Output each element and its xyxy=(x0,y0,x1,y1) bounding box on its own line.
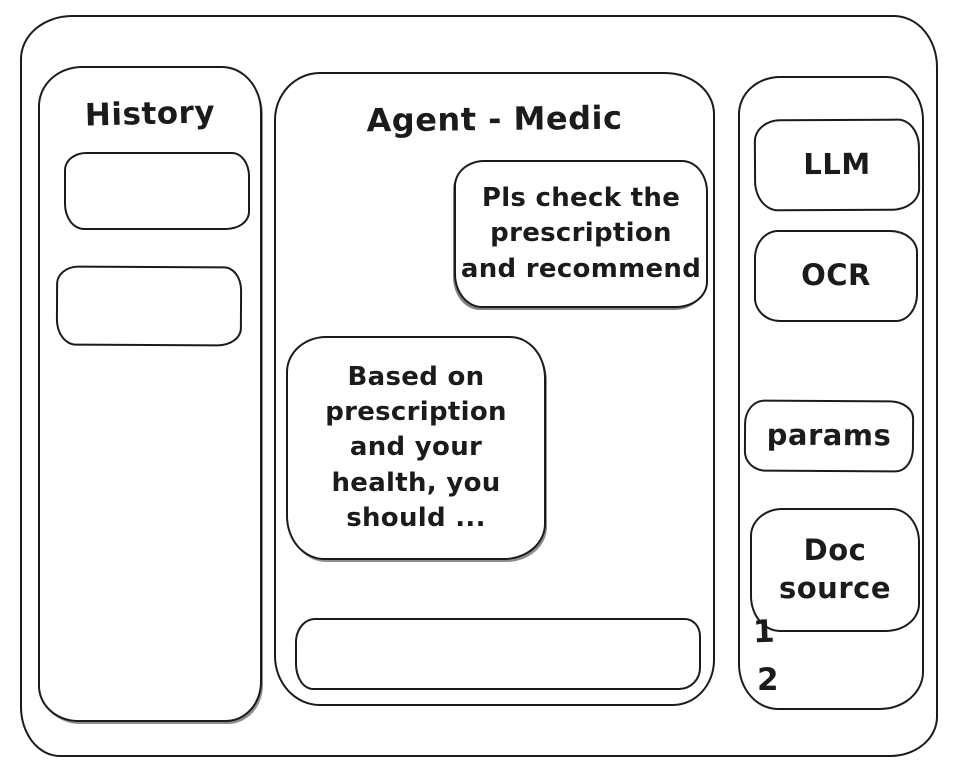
user-message-bubble: Pls check the prescription and recommend xyxy=(454,160,708,308)
ocr-button[interactable]: OCR xyxy=(754,230,918,322)
doc-source-item[interactable]: 1 xyxy=(752,613,776,651)
tools-panel: LLM OCR params Doc source 1 2 xyxy=(738,76,924,710)
chat-title: Agent - Medic xyxy=(366,98,623,140)
chat-panel: Agent - Medic Pls check the prescription… xyxy=(274,72,715,706)
history-panel: History xyxy=(38,66,262,722)
history-item[interactable] xyxy=(55,265,243,347)
history-title: History xyxy=(84,94,216,134)
agent-message-bubble: Based on prescription and your health, y… xyxy=(286,336,546,560)
message-input[interactable] xyxy=(295,618,701,690)
doc-source-button[interactable]: Doc source xyxy=(750,508,920,632)
doc-source-item[interactable]: 2 xyxy=(757,662,779,698)
llm-button[interactable]: LLM xyxy=(753,118,921,212)
history-item[interactable] xyxy=(64,152,250,230)
params-button[interactable]: params xyxy=(743,399,915,473)
